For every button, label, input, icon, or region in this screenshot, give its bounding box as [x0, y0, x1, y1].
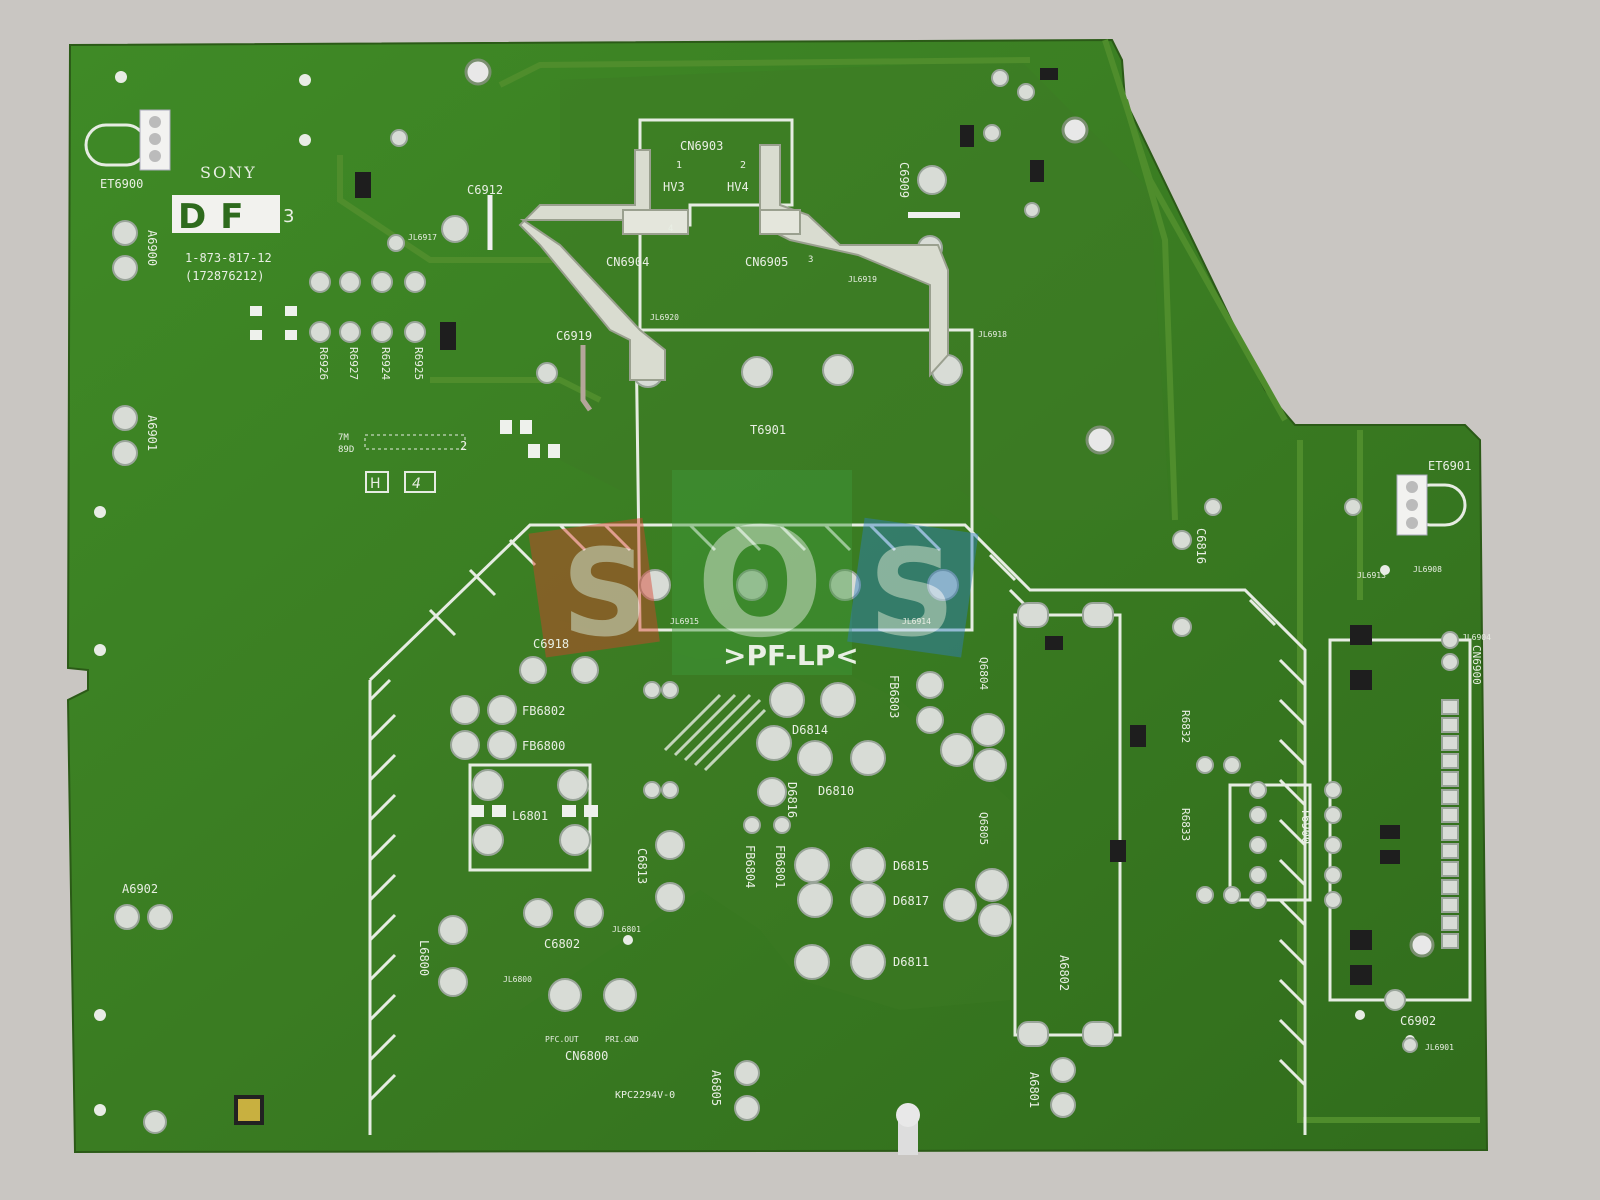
label-a6801: A6801 — [1027, 1072, 1041, 1108]
label-d6814: D6814 — [792, 723, 828, 737]
label-cn6903: CN6903 — [680, 139, 723, 153]
label-pin-1: 1 — [676, 160, 682, 171]
label-jl6901: JL6901 — [1425, 1043, 1454, 1052]
label-q6805: Q6805 — [977, 812, 990, 845]
label-t6901: T6901 — [750, 423, 786, 437]
label-pin-4: 4 — [668, 224, 673, 234]
label-a6802: A6802 — [1057, 955, 1071, 991]
label-r6926: R6926 — [317, 347, 330, 380]
label-fb6802: FB6802 — [522, 704, 565, 718]
label-jl6908: JL6908 — [1413, 565, 1442, 574]
label-cn6800: CN6800 — [565, 1049, 608, 1063]
label-c6902: C6902 — [1400, 1014, 1436, 1028]
label-jl6920: JL6920 — [650, 313, 679, 322]
label-d6816: D6816 — [785, 782, 799, 818]
model-label: DF — [178, 197, 257, 237]
label-r6925: R6925 — [412, 347, 425, 380]
label-jl6913: JL6913 — [1357, 571, 1386, 580]
label-hv4: HV4 — [727, 180, 749, 194]
label-jl6801: JL6801 — [612, 925, 641, 934]
svg-text:S: S — [869, 525, 955, 664]
label-jl6917: JL6917 — [408, 233, 437, 242]
smd-components — [250, 68, 1400, 985]
label-jl6914: JL6914 — [902, 617, 931, 626]
label-a6902: A6902 — [122, 882, 158, 896]
label-r6832: R6832 — [1179, 710, 1192, 743]
svg-text:O: O — [696, 497, 824, 671]
label-l6801: L6801 — [512, 809, 548, 823]
silkscreen-text: SONY DF 3 1-873-817-12 (172876212) 7M 89… — [100, 139, 1491, 1108]
label-cn6904: CN6904 — [606, 255, 649, 269]
label-jl6918: JL6918 — [978, 330, 1007, 339]
label-c6813: C6813 — [635, 848, 649, 884]
label-jl6919: JL6919 — [848, 275, 877, 284]
label-pin-3: 3 — [808, 255, 813, 265]
svg-text:S: S — [562, 525, 648, 664]
label-jl6800: JL6800 — [503, 975, 532, 984]
label-c6918: C6918 — [533, 637, 569, 651]
label-r6924: R6924 — [379, 347, 392, 380]
label-r6833: R6833 — [1179, 808, 1192, 841]
label-a6901: A6901 — [145, 415, 159, 451]
label-q6804: Q6804 — [977, 657, 990, 690]
brand-label: SONY — [200, 163, 257, 182]
ul-mark: KPC2294V-0 — [615, 1090, 675, 1101]
recycle-mark-1: H — [370, 476, 381, 492]
label-pri-gnd: PRI.GND — [605, 1035, 639, 1044]
label-fb6800: FB6800 — [522, 739, 565, 753]
label-hv3: HV3 — [663, 180, 685, 194]
label-c6802: C6802 — [544, 937, 580, 951]
label-et6901: ET6901 — [1428, 459, 1471, 473]
label-l6800: L6800 — [417, 940, 431, 976]
label-et6900: ET6900 — [100, 177, 143, 191]
recycle-mark-2: 4 — [412, 476, 421, 492]
label-d6811: D6811 — [893, 955, 929, 969]
label-d6815: D6815 — [893, 859, 929, 873]
section-label: >PF-LP< — [723, 639, 859, 672]
label-a6805: A6805 — [709, 1070, 723, 1106]
label-d6810: D6810 — [818, 784, 854, 798]
serial-number: (172876212) — [185, 269, 264, 283]
board-outline — [66, 38, 1489, 1154]
label-cn6900: CN6900 — [1470, 645, 1483, 685]
hv-brackets — [487, 144, 960, 412]
date-code-bottom: 89D — [338, 445, 354, 455]
label-c6909: C6909 — [897, 162, 911, 198]
label-pfc-out: PFC.OUT — [545, 1035, 579, 1044]
label-d6817: D6817 — [893, 894, 929, 908]
label-r6927: R6927 — [347, 347, 360, 380]
label-jl6915: JL6915 — [670, 617, 699, 626]
label-cn6905: CN6905 — [745, 255, 788, 269]
silkscreen-outlines — [368, 118, 1472, 1135]
label-t6900: T6900 — [1299, 808, 1313, 844]
watermark: S O S — [528, 470, 979, 675]
label-fb6804: FB6804 — [743, 845, 757, 888]
label-fb6801: FB6801 — [773, 845, 787, 888]
part-number: 1-873-817-12 — [185, 251, 272, 265]
label-pin-2: 2 — [740, 160, 746, 171]
date-code-digit: 2 — [460, 439, 467, 453]
label-c6919: C6919 — [556, 329, 592, 343]
label-c6912: C6912 — [467, 183, 503, 197]
label-jl6904: JL6904 — [1462, 633, 1491, 642]
date-code-top: 7M — [338, 433, 349, 443]
label-c6816: C6816 — [1194, 528, 1208, 564]
model-badge — [172, 195, 280, 233]
label-a6900: A6900 — [145, 230, 159, 266]
model-sub-label: 3 — [283, 206, 294, 227]
label-fb6803: FB6803 — [887, 675, 901, 718]
